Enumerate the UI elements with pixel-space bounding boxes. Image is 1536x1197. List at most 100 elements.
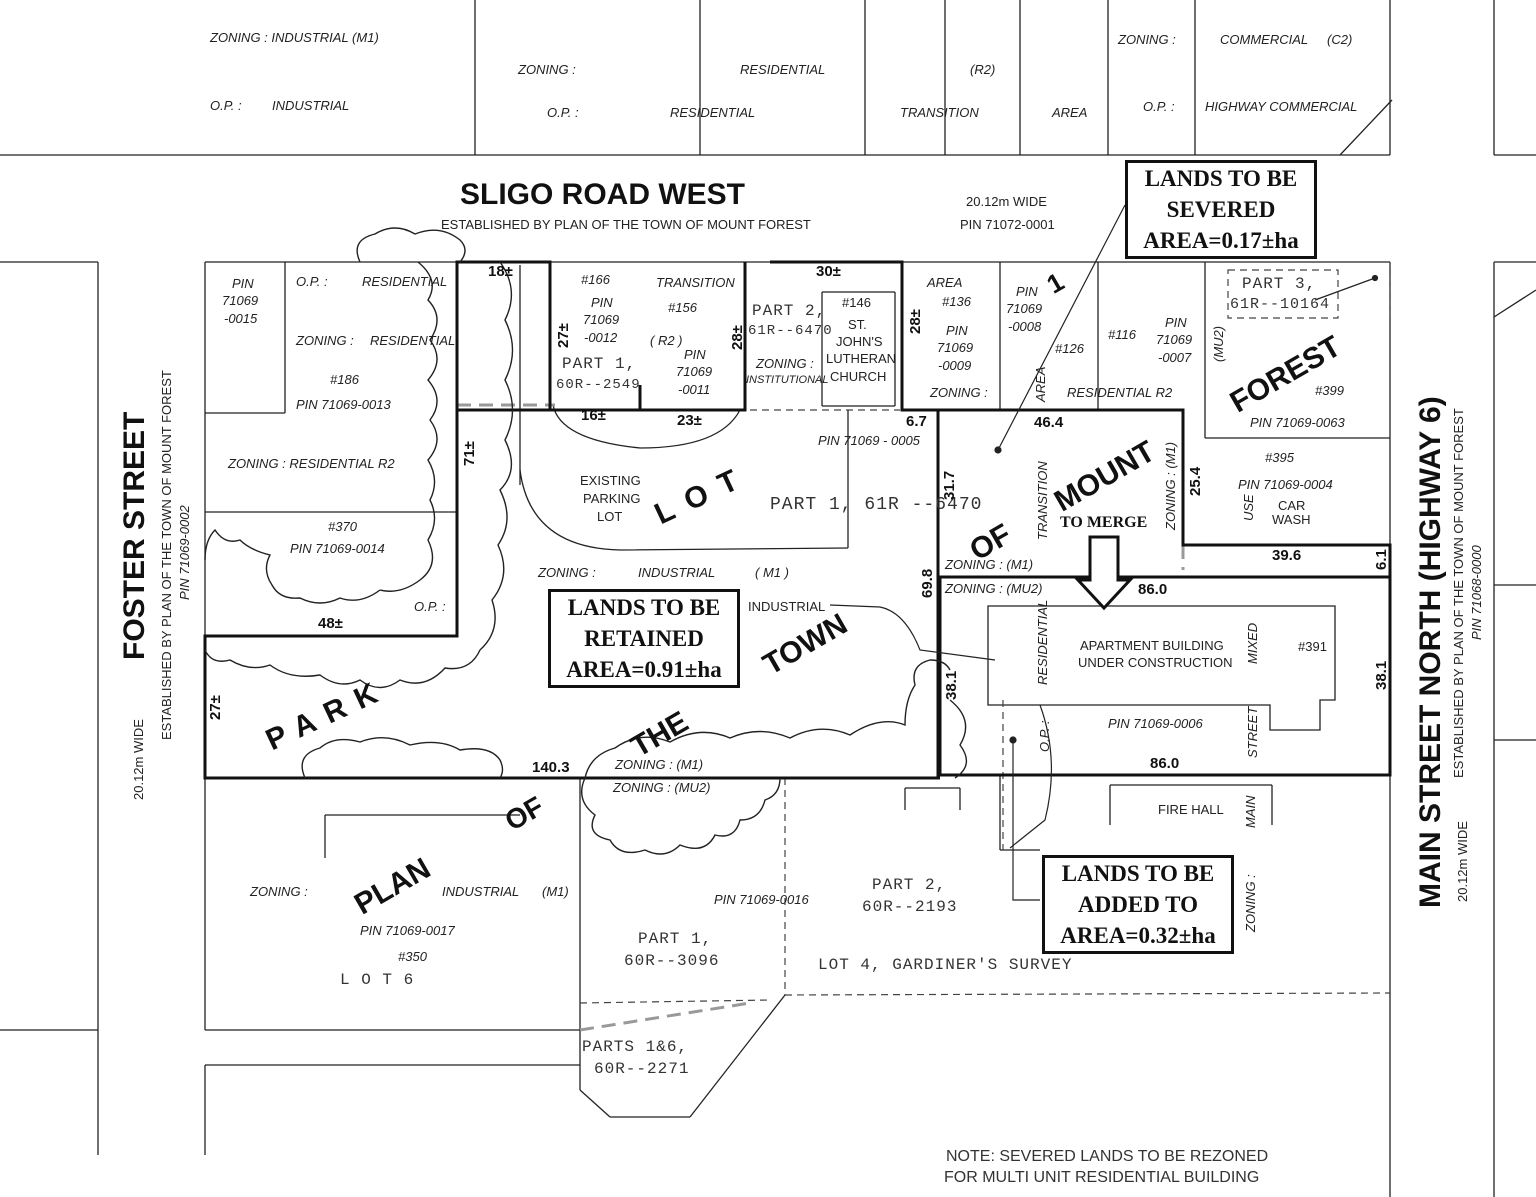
note-line-2: FOR MULTI UNIT RESIDENTIAL BUILDING: [944, 1169, 1260, 1186]
part2-label: PART 2,: [752, 302, 827, 320]
zoning-industrial-lower-m1: (M1): [542, 884, 569, 899]
pin-0005: PIN 71069 - 0005: [818, 433, 920, 448]
zoning-residential-r2: ZONING : RESIDENTIAL R2: [228, 456, 395, 471]
church-line-4: CHURCH: [830, 369, 887, 384]
part2-2193-label: PART 2,: [872, 876, 947, 894]
lot-156: #156: [668, 300, 697, 315]
dim-86-0-b: 86.0: [1150, 755, 1180, 772]
use-vertical: USE: [1241, 494, 1256, 521]
parts-1-6-label: PARTS 1&6,: [582, 1038, 689, 1056]
lot-391: #391: [1298, 639, 1327, 654]
zoning-institutional-label: ZONING :: [756, 356, 814, 371]
top-op-label-2: O.P. :: [547, 105, 579, 120]
car-wash-2: WASH: [1272, 512, 1311, 527]
pin-0011-b: 71069: [676, 364, 713, 379]
zoning-m1-vertical: ZONING : (M1): [1163, 441, 1178, 530]
part1-61r-6470: PART 1, 61R --6470: [770, 495, 983, 515]
dim-16: 16±: [581, 407, 606, 424]
residential-vertical: RESIDENTIAL: [1035, 599, 1050, 685]
zoning-industrial-lower-label: ZONING :: [250, 884, 308, 899]
zoning-industrial-value: INDUSTRIAL: [638, 565, 716, 580]
fire-hall: FIRE HALL: [1158, 802, 1224, 817]
dim-25-4: 25.4: [1187, 466, 1204, 496]
part2-2193-plan: 60R--2193: [862, 898, 958, 916]
op-residential-label: O.P. :: [296, 274, 328, 289]
lot-126: #126: [1055, 341, 1084, 356]
pin-0007-a: PIN: [1165, 315, 1187, 330]
zoning-m1-lower: ZONING : (M1): [615, 757, 704, 772]
area-vertical: AREA: [1033, 366, 1048, 402]
dim-46-4: 46.4: [1034, 414, 1064, 431]
part1-3096-plan: 60R--3096: [624, 952, 720, 970]
apartment-line-1: APARTMENT BUILDING: [1080, 638, 1224, 653]
pin-0012-c: -0012: [584, 330, 618, 345]
top-op-area: AREA: [1052, 105, 1088, 120]
pin-0017: PIN 71069-0017: [360, 923, 455, 938]
op-vertical: O.P. :: [1037, 720, 1052, 752]
part2-plan: 61R--6470: [748, 323, 833, 339]
part1-3096-label: PART 1,: [638, 930, 713, 948]
pin-0009-a: PIN: [946, 323, 968, 338]
apartment-line-2: UNDER CONSTRUCTION: [1078, 655, 1233, 670]
top-zoning-r2: (R2): [970, 62, 996, 77]
church-line-2: JOHN'S: [836, 334, 883, 349]
pin-0008-c: -0008: [1008, 319, 1042, 334]
pin-0015-a: PIN: [232, 276, 254, 291]
dim-28-b: 28±: [907, 309, 924, 334]
zoning-industrial-m1: ( M1 ): [755, 565, 789, 580]
top-zoning-industrial: ZONING : INDUSTRIAL (M1): [210, 30, 379, 45]
dim-6-7: 6.7: [906, 413, 927, 430]
top-op-residential: RESIDENTIAL: [670, 105, 756, 120]
part1-plan: 60R--2549: [556, 377, 641, 393]
lot-116: #116: [1108, 327, 1136, 342]
lot-395: #395: [1265, 450, 1294, 465]
top-op-label: O.P. :: [210, 98, 242, 113]
church-line-3: LUTHERAN: [826, 351, 897, 366]
main-vertical: MAIN: [1243, 795, 1258, 829]
dim-86-0-a: 86.0: [1138, 581, 1168, 598]
mixed-vertical: MIXED: [1245, 622, 1260, 664]
dim-18: 18±: [488, 263, 513, 280]
pin-0009-b: 71069: [937, 340, 974, 355]
main-pin: PIN 71068-0000: [1469, 545, 1484, 640]
area-label: AREA: [927, 275, 963, 290]
lot-6: L O T 6: [340, 971, 415, 989]
dim-140-3: 140.3: [532, 759, 570, 776]
zoning-residential-value: RESIDENTIAL: [370, 333, 456, 348]
pin-0006: PIN 71069-0006: [1108, 716, 1203, 731]
sligo-established: ESTABLISHED BY PLAN OF THE TOWN OF MOUNT…: [441, 217, 811, 232]
pin-0014: PIN 71069-0014: [290, 541, 385, 556]
zoning-institutional: INSTITUTIONAL: [746, 374, 829, 386]
part3-plan: 61R--10164: [1230, 296, 1331, 313]
pin-0009-c: -0009: [938, 358, 972, 373]
zoning-industrial-lower-value: INDUSTRIAL: [442, 884, 520, 899]
existing-parking-2: PARKING: [583, 491, 641, 506]
main-width: 20.12m WIDE: [1455, 821, 1470, 902]
pin-0007-b: 71069: [1156, 332, 1193, 347]
top-op-highway-commercial: HIGHWAY COMMERCIAL: [1205, 99, 1358, 114]
top-zoning-residential: RESIDENTIAL: [740, 62, 826, 77]
pin-0004: PIN 71069-0004: [1238, 477, 1333, 492]
lot-166: #166: [581, 272, 610, 287]
industrial-leader-label: INDUSTRIAL: [748, 599, 826, 614]
to-merge: TO MERGE: [1060, 514, 1148, 531]
top-zoning-label-3: ZONING :: [1118, 32, 1176, 47]
transition-vertical: TRANSITION: [1035, 461, 1050, 540]
lot-136: #136: [942, 294, 971, 309]
dim-48: 48±: [318, 615, 343, 632]
pin-0007-c: -0007: [1158, 350, 1192, 365]
dim-31-7: 31.7: [941, 470, 958, 500]
lot-399: #399: [1315, 383, 1344, 398]
foster-pin: PIN 71069-0002: [177, 505, 192, 600]
pin-0011-c: -0011: [678, 382, 711, 397]
church-line-1: ST.: [848, 317, 867, 332]
sligo-width: 20.12m WIDE: [966, 194, 1047, 209]
dim-39-6: 39.6: [1272, 547, 1302, 564]
zoning-vertical: ZONING :: [1243, 874, 1258, 932]
car-wash-1: CAR: [1278, 498, 1306, 513]
merge-arrow: [1074, 535, 1134, 611]
top-zoning-c2: (C2): [1327, 32, 1353, 47]
